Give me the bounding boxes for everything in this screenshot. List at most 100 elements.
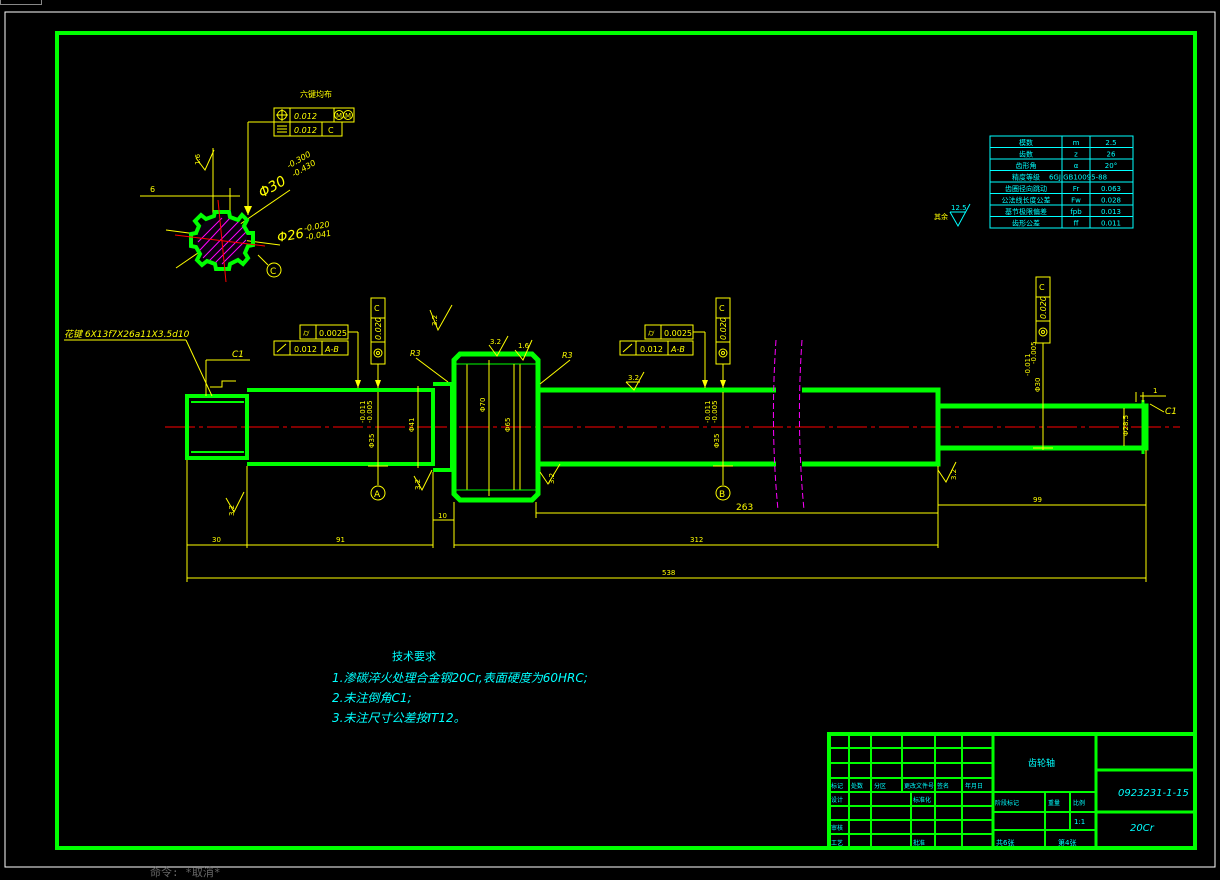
vert-datum-2: C [719,304,725,313]
dim-outer: Φ30 [256,173,289,201]
break-line-left [772,339,779,511]
tol-005-right: -0.005 [711,400,719,423]
concentricity-icon-2 [718,348,728,358]
dim-263: 263 [736,503,753,513]
datum-c-circle [266,262,282,278]
label-stage-mark: 阶段标记 [995,799,1019,807]
dim-inner: Φ26 [276,227,305,246]
dim-phi285: Φ28.5 [1122,415,1130,436]
gear-param-name: 齿形公差 [1012,219,1040,228]
gear-param-value: 0.063 [1101,185,1121,193]
gear-param-symbol: z [1074,151,1078,159]
tol-a-datum: A-B [324,345,339,354]
spline-section: 六键均布 0.012 M M 0.012 C 1.6 6 [140,89,355,283]
label-review: 审核 [831,824,843,832]
tol-011-left: -0.011 [359,400,367,423]
dim-phi35-right: Φ35 [713,434,721,448]
gear-param-value: 26 [1107,151,1116,159]
gear-param-name: 精度等级 [1012,173,1040,182]
tol-b-flatness: 0.0025 [664,329,692,338]
label-weight: 重量 [1048,799,1060,807]
vert-tol-1: 0.020 [374,317,383,340]
tol-frame-runout-right [619,340,694,356]
spline-callout: 花键 6X13f7X26a11X3.5d10 [64,329,190,340]
dim-key-width: 6 [150,185,155,194]
roughness-32-a: 3.2 [431,315,439,326]
command-line[interactable]: 命令: *取消* [150,866,221,879]
material: 20Cr [1130,823,1155,834]
radius-r3-left: R3 [410,349,421,358]
other-label: 其余 [934,212,948,221]
dim-1: 1 [1153,387,1157,395]
shaft [165,339,1180,511]
gear-param-name: 齿圈径向跳动 [1005,184,1047,193]
dim-phi35-left: Φ35 [368,434,376,448]
roughness-32-c: 3.2 [548,473,556,484]
dim-phi65: Φ65 [504,418,512,432]
sheet-no: 第4张 [1058,838,1076,847]
spline-end [185,394,249,460]
tol-b-datum: A-B [670,345,685,354]
part-name: 齿轮轴 [1028,757,1055,769]
dim-30: 30 [212,536,221,544]
dim-538: 538 [662,569,675,577]
roughness-32-d: 3.2 [414,479,422,490]
mmc-icon-2 [343,110,353,120]
gear-param-symbol: Fw [1071,197,1081,205]
sheet-total: 共6张 [996,838,1014,847]
label-change-doc: 更改文件号 [904,782,934,790]
section-tol2: 0.012 [294,126,317,135]
section-tol1: 0.012 [294,112,317,121]
dim-inner-tol-lower: -0.041 [305,229,332,242]
roughness-32-g: 3.2 [950,469,958,480]
tol-005-end: -0.005 [1030,341,1038,364]
label-mark: 标记 [831,782,843,790]
roughness-32-b: 3.2 [490,338,501,346]
drawing-no: 0923231-1-15 [1118,788,1189,799]
tech-requirements: 技术要求 1.渗碳淬火处理合金钢20Cr,表面硬度为60HRC; 2.未注倒角C… [332,650,588,725]
section-centerline [174,234,266,247]
section-datum: C [328,126,334,135]
vert-tol-3: 0.020 [1039,296,1048,319]
dim-10: 10 [438,512,447,520]
label-count: 处数 [851,782,863,790]
scale: 1:1 [1074,818,1085,826]
shaft-annotations: 花键 6X13f7X26a11X3.5d10 C1 ⌭ 0.0025 0.012… [64,276,1177,582]
journal-left [247,388,435,466]
label-ratio: 比例 [1073,799,1085,807]
tol-frame-symmetry [273,121,343,137]
gear-param-name: 齿数 [1019,150,1033,159]
gear-param-name: 模数 [1019,138,1033,147]
sheet-outer-border [4,11,1216,868]
gear-param-symbol: α [1074,162,1079,170]
datum-b: B [719,490,725,500]
gear-param-value: 2.5 [1105,139,1116,147]
datum-c: C [270,267,276,277]
label-design: 设计 [831,796,843,804]
layout-tab[interactable] [0,0,42,5]
tech-req-line1: 1.渗碳淬火处理合金钢20Cr,表面硬度为60HRC; [332,671,588,685]
dim-phi30-right: Φ30 [1034,378,1042,392]
section-hatch [197,217,247,265]
break-line-right [798,339,805,511]
gear-param-value: 0.013 [1101,208,1121,216]
datum-a: A [374,490,381,500]
tech-req-line2: 2.未注倒角C1; [332,691,412,705]
svg-text:M: M [345,112,351,120]
chamfer-right: C1 [1165,407,1177,417]
datum-b-circle [715,485,731,501]
gear-param-symbol: m [1073,139,1080,147]
gear-body [451,351,541,503]
concentricity-icon-3 [1038,327,1048,337]
roughness-16: 1.6 [194,153,202,165]
tech-req-title: 技术要求 [392,650,436,663]
roughness-32-f: 3.2 [628,374,639,382]
label-approve: 批准 [913,839,925,847]
svg-text:⌭: ⌭ [303,329,310,339]
gear-param-name: 公法线长度公差 [1002,196,1051,205]
tol-a-runout: 0.012 [294,345,317,354]
tol-a-flatness: 0.0025 [319,329,347,338]
tol-011-end: -0.011 [1024,353,1032,376]
gear-param-value: 0.028 [1101,197,1121,205]
